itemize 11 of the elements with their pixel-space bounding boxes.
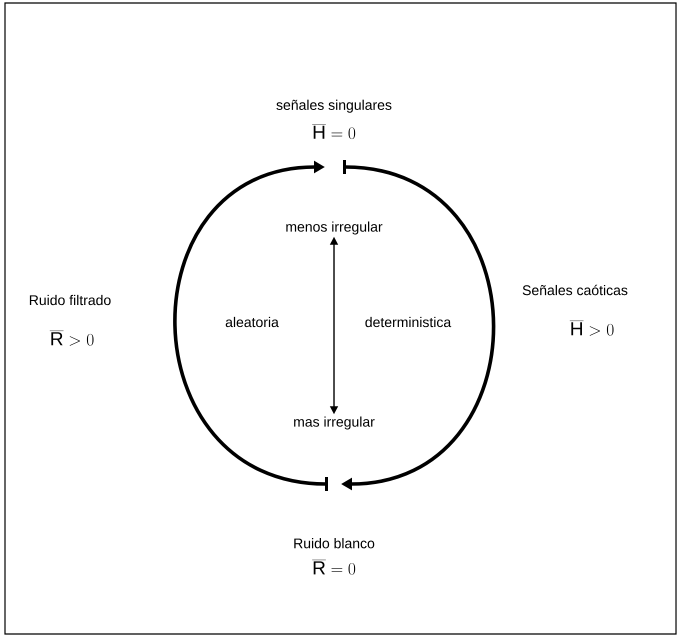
state-label: Ruido blanco $\overline{\mathrm{R}} = 0$	[294, 538, 374, 575]
axis-label: mas irregular	[294, 416, 375, 430]
region-label: aleatoria	[226, 316, 279, 328]
state-label: señales singulares $\overline{\mathrm{H}} = 0$	[276, 100, 392, 140]
axis-label: menos irregular	[286, 221, 382, 235]
cycle-arrow	[173, 160, 328, 491]
region-label: Ruido filtrado	[30, 294, 111, 306]
region-label: deterministica	[365, 316, 452, 328]
formula: $\overline{\mathrm{H}} > 0$	[570, 320, 614, 336]
formula: $\overline{\mathrm{R}} > 0$	[50, 330, 94, 346]
region-label: Señales caóticas	[522, 284, 628, 296]
